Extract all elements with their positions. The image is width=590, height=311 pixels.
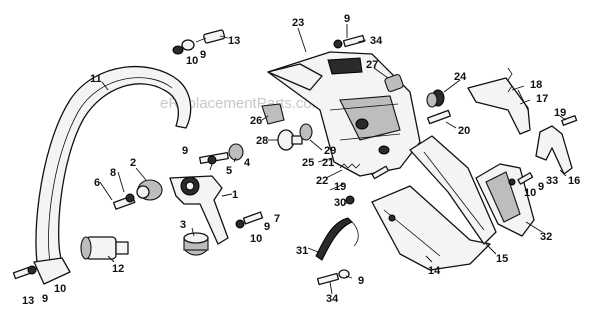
- part-housing-23: [267, 51, 421, 177]
- part-24: [426, 89, 445, 108]
- callout-22: 22: [316, 175, 328, 187]
- callout-25: 25: [302, 157, 314, 169]
- callout-5: 5: [226, 165, 232, 177]
- callouts: 11 13 9 10 23 9 34 27 24 18 17 19 20 26 …: [22, 13, 580, 307]
- part-26: [261, 103, 285, 125]
- part-screw-13-top: [195, 29, 226, 44]
- callout-10-left: 10: [54, 283, 66, 295]
- part-bolt-6-8: [112, 193, 136, 210]
- callout-9-b: 9: [344, 13, 350, 25]
- part-29: [299, 123, 313, 141]
- callout-26: 26: [250, 115, 262, 127]
- part-spring-21-22: [339, 163, 390, 180]
- callout-7: 7: [274, 213, 280, 225]
- callout-14: 14: [428, 265, 441, 277]
- callout-2: 2: [130, 157, 136, 169]
- callout-13-top: 13: [228, 35, 240, 47]
- part-pin-20: [426, 109, 452, 125]
- watermark: eReplacementParts.com: [160, 95, 324, 112]
- part-bracket-1: [169, 175, 229, 245]
- callout-9-mid: 9: [182, 145, 188, 157]
- part-buffer-2: [136, 179, 163, 201]
- callout-34-top: 34: [370, 35, 383, 47]
- part-washer-top: [172, 39, 195, 55]
- part-screw-34-top: [333, 34, 366, 49]
- part-screw-34-bottom: [316, 269, 350, 286]
- callout-10-top: 10: [186, 55, 198, 67]
- part-pin-19: [561, 115, 578, 126]
- callout-17: 17: [536, 93, 548, 105]
- part-lever-18: [467, 67, 531, 135]
- callout-31: 31: [296, 245, 308, 257]
- callout-13-bottom: 13: [22, 295, 34, 307]
- callout-34-bottom: 34: [326, 293, 339, 305]
- part-mount-3: [183, 232, 209, 256]
- leader-lines: [99, 24, 567, 295]
- callout-1: 1: [232, 189, 238, 201]
- part-cable-31: [315, 217, 359, 261]
- callout-21: 21: [322, 157, 334, 169]
- part-28: [277, 129, 303, 151]
- part-bolt-4-5: [199, 143, 244, 165]
- callout-30: 30: [334, 197, 346, 209]
- callout-24: 24: [454, 71, 467, 83]
- callout-11: 11: [90, 73, 102, 85]
- callout-15: 15: [496, 253, 508, 265]
- callout-12: 12: [112, 263, 124, 275]
- callout-32: 32: [540, 231, 552, 243]
- callout-9-left: 9: [42, 293, 48, 305]
- callout-10-lower: 10: [250, 233, 262, 245]
- callout-16: 16: [568, 175, 580, 187]
- part-front-handle: [33, 65, 192, 285]
- callout-23: 23: [292, 17, 304, 29]
- callout-29: 29: [324, 145, 336, 157]
- callout-20: 20: [458, 125, 470, 137]
- callout-33: 33: [546, 175, 558, 187]
- callout-28: 28: [256, 135, 268, 147]
- callout-8: 8: [110, 167, 116, 179]
- callout-9-bottom: 9: [358, 275, 364, 287]
- callout-10-right: 10: [524, 187, 536, 199]
- callout-9-top: 9: [200, 49, 206, 61]
- callout-6: 6: [94, 177, 100, 189]
- part-screw-33: [508, 172, 534, 186]
- part-rear-shell-14: [371, 185, 491, 271]
- callout-9-lower: 9: [264, 221, 270, 233]
- part-trigger-16: [535, 125, 573, 175]
- part-screw-7: [235, 211, 264, 229]
- callout-27: 27: [366, 59, 378, 71]
- callout-9-right: 9: [538, 181, 544, 193]
- part-housing-15: [409, 135, 497, 245]
- callout-18: 18: [530, 79, 542, 91]
- callout-19-mid: 19: [334, 181, 346, 193]
- part-handle-mount: [80, 236, 129, 260]
- part-27: [384, 73, 404, 93]
- callout-3: 3: [180, 219, 186, 231]
- callout-19-right: 19: [554, 107, 566, 119]
- part-screw-13-bottom: [12, 265, 37, 280]
- callout-4: 4: [244, 157, 251, 169]
